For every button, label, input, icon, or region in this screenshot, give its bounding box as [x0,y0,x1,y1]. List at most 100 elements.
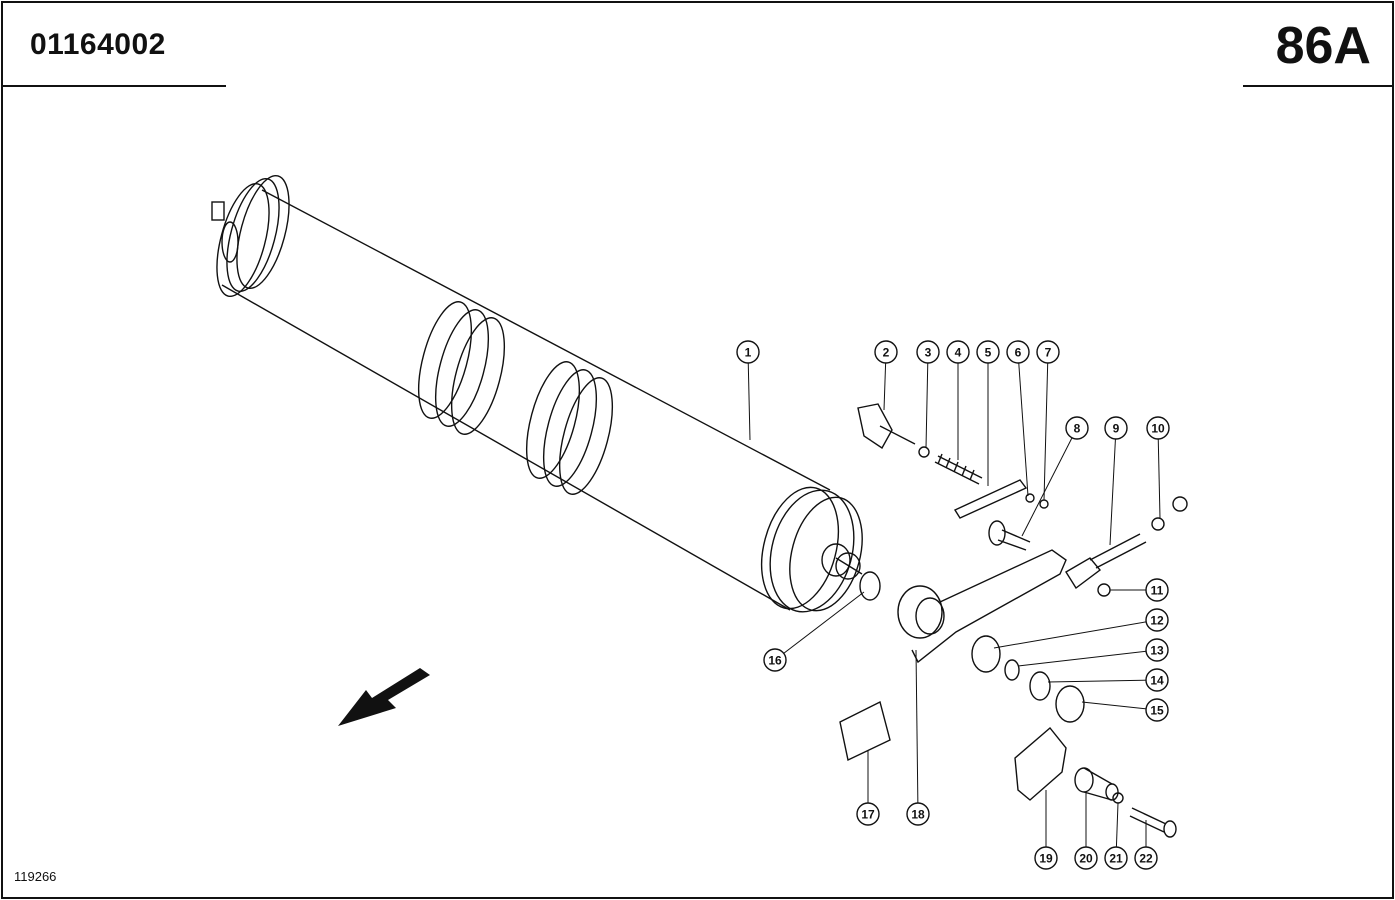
callout-balloon [1104,846,1128,870]
part-5-plate-shape [953,479,1028,519]
callout-label: 8 [1074,422,1081,436]
part-9-slotted-bolt-shape [1065,533,1147,590]
callout-balloon [946,340,970,364]
callout-11: 11 [1110,578,1169,602]
callout-10: 10 [1146,416,1170,519]
callout-balloon [1074,846,1098,870]
callout-label: 15 [1150,704,1164,718]
callout-balloon [874,340,898,364]
callout-label: 2 [883,346,890,360]
callout-leader [1081,701,1158,711]
callout-leader [1157,427,1161,519]
part-number-title: 01164002 [30,28,166,61]
callout-21: 21 [1104,802,1128,870]
part-10-nut-a-shape [1151,517,1165,531]
callout-balloon [736,340,760,364]
callout-leader [747,351,751,441]
callout-label: 4 [955,346,962,360]
callout-18: 18 [906,649,930,826]
callout-3: 3 [916,340,940,449]
callout-7: 7 [1036,340,1060,501]
part-19-block-shape [1014,726,1067,801]
callout-label: 21 [1109,852,1123,866]
callout-15: 15 [1081,698,1169,722]
callout-leader [925,351,929,449]
callout-balloon [763,648,787,672]
parts-group [839,403,1188,838]
callout-leader [774,591,865,661]
part-13-ring-shape [1004,659,1020,681]
callout-9: 9 [1104,416,1128,546]
callout-label: 9 [1113,422,1120,436]
callout-label: 16 [768,654,782,668]
part-4-spring-shape [934,453,983,485]
callout-label: 17 [861,808,875,822]
callout-leader [1017,351,1029,497]
callout-balloon [976,340,1000,364]
callout-20: 20 [1074,792,1098,870]
callout-2: 2 [874,340,898,411]
callout-label: 1 [745,346,752,360]
callout-balloon [1146,416,1170,440]
part-20-bush-shape [1074,767,1119,801]
part-8-bolt-shape [988,520,1031,551]
callout-16: 16 [763,591,865,672]
callout-balloon [1134,846,1158,870]
direction-arrow [338,668,430,726]
callout-4: 4 [946,340,970,460]
callout-balloon [1145,698,1169,722]
callout-leader [1021,427,1078,537]
callout-label: 5 [985,346,992,360]
callout-label: 18 [911,808,925,822]
callout-balloon [856,802,880,826]
callout-leader [1047,679,1158,683]
callout-6: 6 [1006,340,1030,497]
part-16-ring-shape [859,571,881,601]
callout-leader [1017,649,1158,667]
callout-balloon [1036,340,1060,364]
callout-balloon [1145,668,1169,692]
callout-balloon [916,340,940,364]
callout-balloon [1145,608,1169,632]
drawing-number: 119266 [14,869,57,884]
part-18-lever-shape [897,549,1067,664]
callout-label: 7 [1045,346,1052,360]
callout-leader [1109,427,1117,546]
callout-leader [915,649,919,815]
part-3-washer-shape [918,446,930,458]
callout-14: 14 [1047,668,1169,692]
callout-label: 19 [1039,852,1053,866]
callout-19: 19 [1034,790,1058,870]
part-11-nut-shape [1097,583,1111,597]
part-12-bearing-shape [971,635,1001,673]
page-code: 86A [1275,17,1371,75]
part-22-bolt-shape [1129,807,1177,838]
callout-label: 13 [1150,644,1164,658]
callout-5: 5 [976,340,1000,486]
callout-balloon [906,802,930,826]
callout-13: 13 [1017,638,1169,667]
callout-balloon [1065,416,1089,440]
part-2-bracket-shape [857,403,893,450]
callout-17: 17 [856,750,880,826]
callout-label: 10 [1151,422,1165,436]
callout-balloon [1104,416,1128,440]
callout-label: 22 [1139,852,1153,866]
callout-label: 3 [925,346,932,360]
callout-label: 20 [1079,852,1093,866]
roller-drum [211,174,863,613]
callout-label: 11 [1151,584,1164,598]
callout-12: 12 [993,608,1169,649]
callout-8: 8 [1021,416,1089,537]
part-10-nut-b-shape [1172,496,1188,512]
part-17-pad-shape [839,700,891,762]
callout-22: 22 [1134,820,1158,870]
part-6-washer-shape [1025,493,1035,503]
callout-balloon [1145,578,1169,602]
callout-1: 1 [736,340,760,441]
part-7-nut-shape [1039,499,1049,509]
callout-label: 12 [1150,614,1164,628]
